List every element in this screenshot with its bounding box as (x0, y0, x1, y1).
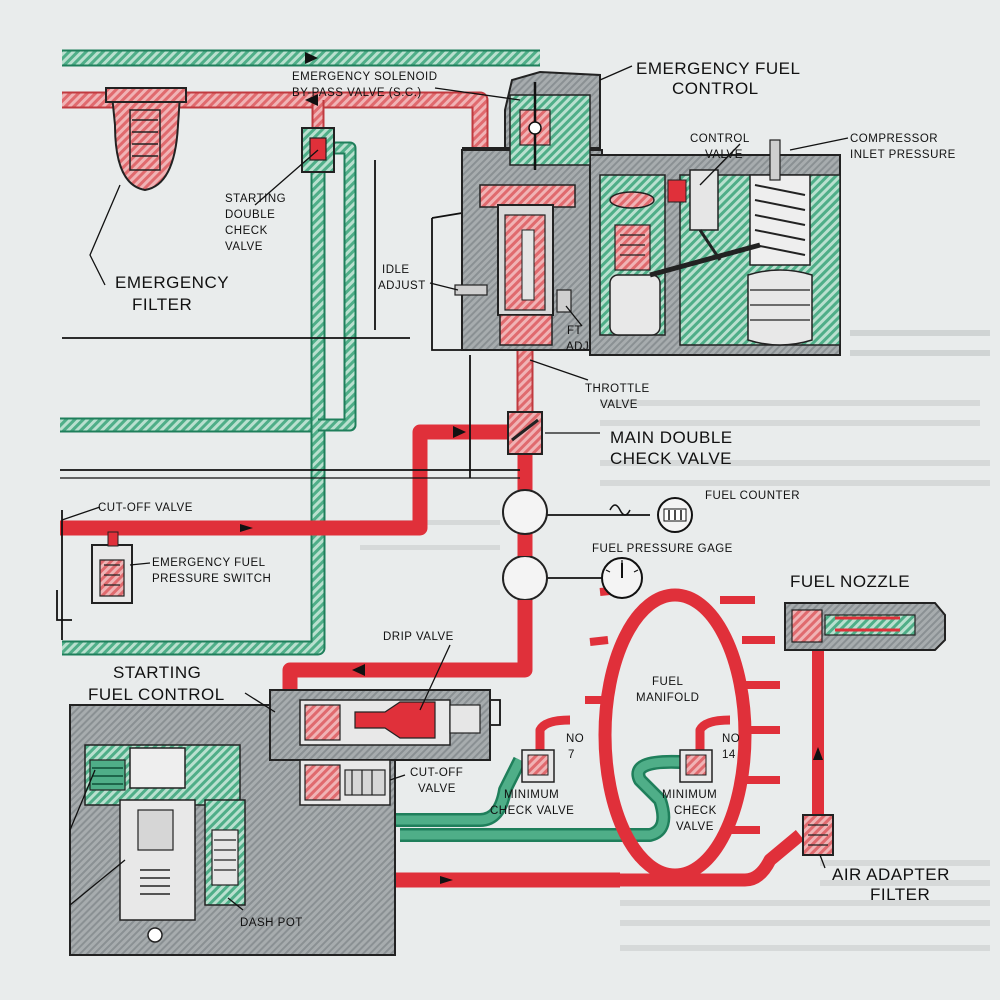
label-no-7-2: 7 (568, 749, 575, 761)
minimum-check-valve-right (679, 749, 713, 783)
label-min-check-right-3: VALVE (676, 821, 714, 833)
label-fuel-manifold-1: FUEL (652, 676, 684, 688)
label-fuel-counter: FUEL COUNTER (705, 490, 800, 502)
fuel-nozzle (784, 602, 946, 651)
label-starting-fuel-control-2: FUEL CONTROL (88, 685, 225, 704)
label-cut-off-valve-lower-1: CUT-OFF (410, 767, 463, 779)
label-no-7-1: NO (566, 733, 584, 745)
flow-meter-bulbs (502, 489, 548, 660)
label-starting-dcv-4: VALVE (225, 241, 263, 253)
fuel-counter-dial (609, 497, 693, 533)
emergency-fuel-control (454, 70, 841, 356)
label-starting-dcv-2: DOUBLE (225, 209, 275, 221)
background-page-texture (360, 330, 990, 951)
label-fuel-nozzle: FUEL NOZZLE (790, 572, 910, 591)
fuel-pressure-gage (601, 557, 643, 599)
label-main-dcv-2: CHECK VALVE (610, 449, 732, 468)
label-throttle-valve-2: VALVE (600, 399, 638, 411)
label-cut-off-valve-main: CUT-OFF VALVE (98, 502, 193, 514)
label-emergency-fuel-pressure-switch-1: EMERGENCY FUEL (152, 557, 266, 569)
label-compressor-inlet-2: INLET PRESSURE (850, 149, 956, 161)
label-starting-dcv-3: CHECK (225, 225, 268, 237)
label-air-adapter-filter-2: FILTER (870, 885, 930, 904)
label-starting-dcv-1: STARTING (225, 193, 286, 205)
label-air-adapter-filter-1: AIR ADAPTER (832, 865, 950, 884)
label-main-dcv-1: MAIN DOUBLE (610, 428, 733, 447)
label-emergency-solenoid-1: EMERGENCY SOLENOID (292, 71, 438, 83)
label-starting-fuel-control-1: STARTING (113, 663, 201, 682)
label-dash-pot: DASH POT (240, 917, 303, 929)
label-ft-adj-2: ADJ (566, 341, 589, 353)
label-cut-off-valve-lower-2: VALVE (418, 783, 456, 795)
air-adapter-filter (802, 814, 834, 856)
emergency-filter (105, 87, 187, 192)
label-no-14-1: NO (722, 733, 740, 745)
label-drip-valve: DRIP VALVE (383, 631, 454, 643)
label-idle-adjust-1: IDLE (382, 264, 410, 276)
label-emergency-solenoid-2: BY-PASS VALVE (S.C.) (292, 87, 422, 99)
label-min-check-left-2: CHECK VALVE (490, 805, 574, 817)
label-emergency-fuel-control-1: EMERGENCY FUEL (636, 59, 800, 78)
label-ft-adj-1: FT (567, 325, 582, 337)
label-emergency-fuel-pressure-switch-2: PRESSURE SWITCH (152, 573, 271, 585)
label-compressor-inlet-1: COMPRESSOR (850, 133, 938, 145)
emergency-fuel-pressure-switch (91, 531, 133, 604)
minimum-check-valve-left (521, 749, 555, 783)
label-emergency-filter-2: FILTER (132, 295, 192, 314)
label-throttle-valve-1: THROTTLE (585, 383, 650, 395)
label-no-14-2: 14 (722, 749, 736, 761)
label-min-check-right-1: MINIMUM (662, 789, 717, 801)
label-emergency-fuel-control-2: CONTROL (672, 79, 759, 98)
label-min-check-right-2: CHECK (674, 805, 717, 817)
label-fuel-manifold-2: MANIFOLD (636, 692, 699, 704)
flow-arrows (240, 52, 823, 884)
label-min-check-left-1: MINIMUM (504, 789, 559, 801)
leader-lines (61, 65, 849, 911)
main-double-check-valve (507, 411, 543, 455)
starting-fuel-control (69, 689, 491, 956)
labels: EMERGENCY FUEL CONTROL EMERGENCY SOLENOI… (88, 59, 956, 929)
label-fuel-pressure-gage: FUEL PRESSURE GAGE (592, 543, 733, 555)
label-emergency-filter-1: EMERGENCY (115, 273, 229, 292)
label-control-valve-2: VALVE (705, 149, 743, 161)
label-control-valve-1: CONTROL (690, 133, 750, 145)
label-idle-adjust-2: ADJUST (378, 280, 426, 292)
